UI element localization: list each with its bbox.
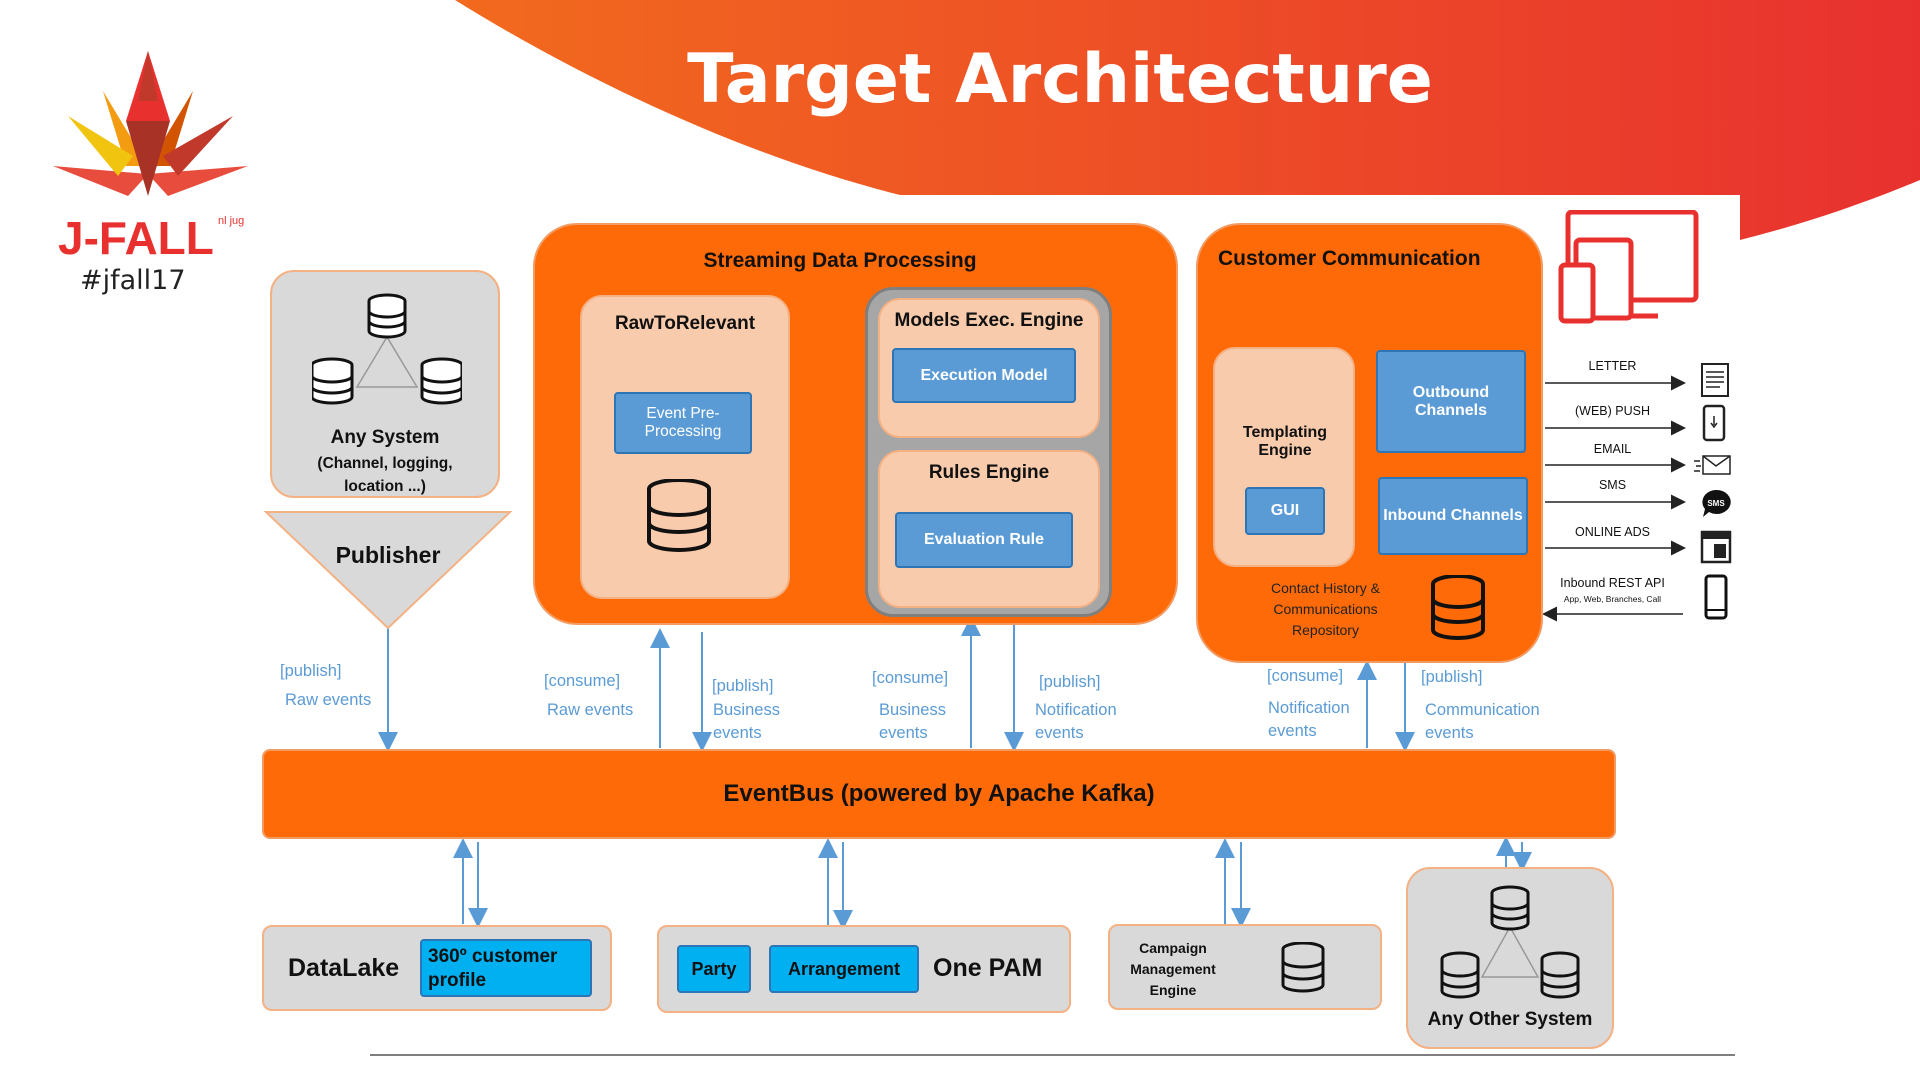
jfall-logo: J-FALL nl jug bbox=[53, 51, 248, 261]
datalake-box: DataLake 360º customer profile bbox=[262, 925, 612, 1011]
eventbus-label: EventBus (powered by Apache Kafka) bbox=[723, 780, 1155, 807]
flow-publish-raw-tag: [publish] bbox=[280, 662, 342, 680]
database-cluster-icon bbox=[1440, 885, 1580, 999]
flow-publish-business-text: Business events bbox=[713, 701, 780, 742]
svg-text:SMS: SMS bbox=[1707, 499, 1725, 508]
sms-icon: SMS bbox=[1702, 489, 1731, 517]
flow-publish-communication-tag: [publish] bbox=[1421, 668, 1483, 686]
arrangement-box: Arrangement bbox=[769, 945, 919, 993]
rules-engine-title: Rules Engine bbox=[928, 462, 1050, 483]
models-exec-engine-title: Models Exec. Engine bbox=[894, 310, 1084, 331]
streaming-data-processing: Streaming Data Processing RawToRelevant … bbox=[533, 223, 1178, 625]
hashtag: #jfall17 bbox=[80, 265, 186, 296]
onepam-title: One PAM bbox=[933, 954, 1043, 982]
gui-box[interactable]: GUI bbox=[1245, 487, 1325, 535]
eventbus: EventBus (powered by Apache Kafka) bbox=[262, 749, 1616, 839]
onepam-box: Party Arrangement One PAM bbox=[657, 925, 1071, 1013]
channel-label-email: EMAIL bbox=[1593, 442, 1632, 456]
models-exec-engine: Models Exec. Engine Execution Model bbox=[878, 298, 1100, 438]
customer-profile-box: 360º customer profile bbox=[420, 939, 592, 997]
raw-to-relevant: RawToRelevant Event Pre-Processing bbox=[580, 295, 790, 599]
inbound-api-sub: App, Web, Branches, Call bbox=[1563, 594, 1662, 604]
any-system-subtitle: (Channel, logging, location ...) bbox=[317, 455, 453, 495]
campaign-title: Campaign Management Engine bbox=[1130, 940, 1216, 998]
outbound-channels-box: Outbound Channels bbox=[1376, 350, 1526, 453]
event-preprocessing-box: Event Pre-Processing bbox=[614, 392, 752, 454]
customer-communication-title: Customer Communication bbox=[1218, 247, 1481, 270]
maple-leaf-icon bbox=[53, 51, 248, 196]
flow-consume-raw-tag: [consume] bbox=[544, 672, 621, 690]
flow-consume-notification-tag: [consume] bbox=[1267, 667, 1344, 685]
flow-publish-notification-text: Notification events bbox=[1035, 701, 1117, 742]
title-banner bbox=[455, 0, 1920, 240]
rules-engine: Rules Engine Evaluation Rule bbox=[878, 450, 1100, 608]
repository-label: Contact History & Communications Reposit… bbox=[1271, 580, 1380, 638]
flow-consume-notification-text: Notification events bbox=[1268, 699, 1350, 740]
templating-engine-title: Templating Engine bbox=[1242, 424, 1328, 459]
execution-model-box: Execution Model bbox=[892, 348, 1076, 403]
channel-label-letter: LETTER bbox=[1588, 359, 1637, 373]
repository-database-icon bbox=[1431, 575, 1485, 640]
page-title: Target Architecture bbox=[687, 40, 1433, 119]
evaluation-rule-box: Evaluation Rule bbox=[895, 512, 1073, 568]
models-rules-group: Models Exec. Engine Execution Model Rule… bbox=[865, 287, 1112, 617]
inbound-api-label: Inbound REST API bbox=[1560, 576, 1665, 590]
phone-push-icon bbox=[1702, 404, 1726, 442]
templating-engine: Templating Engine GUI bbox=[1213, 347, 1355, 567]
any-other-system-title: Any Other System bbox=[1427, 1009, 1593, 1030]
raw-to-relevant-title: RawToRelevant bbox=[614, 313, 756, 334]
flow-consume-business-text: Business events bbox=[879, 701, 946, 742]
channel-label-sms: SMS bbox=[1598, 478, 1627, 492]
flow-publish-communication-text: Communication events bbox=[1425, 701, 1540, 742]
mobile-icon bbox=[1704, 574, 1728, 620]
logo-suffix: nl jug bbox=[218, 215, 244, 227]
devices-icon bbox=[1558, 210, 1699, 324]
publisher-label: Publisher bbox=[335, 542, 441, 568]
publisher-funnel bbox=[264, 511, 512, 630]
flow-publish-raw-text: Raw events bbox=[285, 691, 372, 709]
logo-text: J-FALL bbox=[58, 212, 214, 261]
inbound-channels-box: Inbound Channels bbox=[1378, 477, 1528, 555]
any-other-system-box: Any Other System bbox=[1406, 867, 1614, 1049]
streaming-title: Streaming Data Processing bbox=[703, 249, 977, 272]
campaign-database-icon bbox=[1281, 942, 1325, 993]
flow-publish-notification-tag: [publish] bbox=[1039, 673, 1101, 691]
browser-icon bbox=[1700, 530, 1732, 564]
customer-communication: Customer Communication Templating Engine… bbox=[1196, 223, 1543, 663]
campaign-box: Campaign Management Engine bbox=[1108, 924, 1382, 1010]
flow-consume-raw-text: Raw events bbox=[547, 701, 634, 719]
flow-publish-business-tag: [publish] bbox=[712, 677, 774, 695]
channel-label-online-ads: ONLINE ADS bbox=[1574, 525, 1651, 539]
database-icon bbox=[647, 479, 711, 552]
channel-label-push: (WEB) PUSH bbox=[1575, 404, 1650, 418]
any-system-box: Any System (Channel, logging, location .… bbox=[270, 270, 500, 498]
letter-icon bbox=[1701, 363, 1729, 397]
database-cluster-icon bbox=[312, 293, 462, 405]
flow-consume-business-tag: [consume] bbox=[872, 669, 949, 687]
email-icon bbox=[1694, 455, 1731, 475]
datalake-title: DataLake bbox=[288, 954, 400, 982]
party-box: Party bbox=[677, 945, 751, 993]
any-system-title: Any System bbox=[330, 427, 440, 448]
